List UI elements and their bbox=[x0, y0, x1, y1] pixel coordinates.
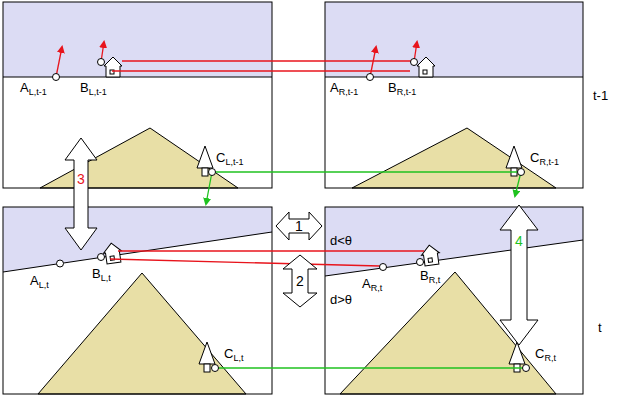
threshold-label: d<θ bbox=[330, 233, 352, 248]
point-label: CL,t-1 bbox=[216, 150, 243, 167]
point-label: AL,t bbox=[30, 273, 49, 290]
frame-left-t bbox=[3, 207, 272, 394]
tree-symbol bbox=[197, 146, 525, 372]
frame-left-t1 bbox=[3, 2, 272, 188]
frame-right-t bbox=[325, 207, 583, 394]
callout-number: 3 bbox=[77, 172, 85, 187]
point-label: CR,t-1 bbox=[530, 150, 559, 167]
threshold-label: d>θ bbox=[330, 292, 352, 307]
callout-number: 1 bbox=[295, 219, 303, 234]
frame-right-t1 bbox=[325, 2, 583, 188]
time-label: t bbox=[598, 320, 602, 335]
callout-number: 2 bbox=[296, 274, 304, 289]
point-label: AR,t-1 bbox=[330, 80, 358, 97]
point-label: CR,t bbox=[535, 346, 556, 363]
feature-point bbox=[53, 59, 530, 372]
point-label: BR,t-1 bbox=[388, 80, 416, 97]
time-label: t-1 bbox=[593, 88, 608, 103]
point-label: BL,t bbox=[92, 266, 111, 283]
point-label: AL,t-1 bbox=[20, 80, 47, 97]
point-label: AR,t bbox=[362, 276, 382, 293]
house-symbol bbox=[102, 57, 441, 266]
callout-number: 4 bbox=[515, 234, 523, 249]
point-label: CL,t bbox=[224, 346, 243, 363]
green-match-lines bbox=[206, 172, 526, 368]
point-label: BL,t-1 bbox=[80, 80, 107, 97]
red-match-lines bbox=[56, 42, 424, 266]
double-arrow bbox=[65, 138, 538, 345]
point-label: BR,t bbox=[420, 268, 440, 285]
